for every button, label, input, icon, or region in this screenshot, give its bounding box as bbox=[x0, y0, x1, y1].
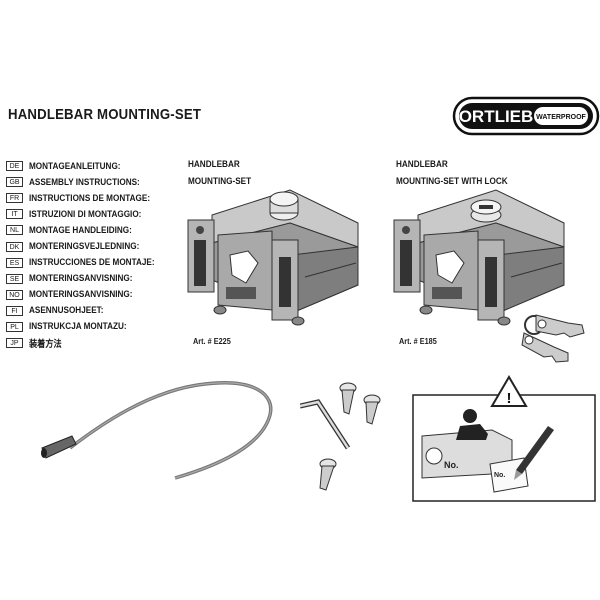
language-row-nl: NL MONTAGE HANDLEIDING: bbox=[6, 222, 175, 238]
language-code: NO bbox=[6, 289, 23, 300]
product-line2: MOUNTING-SET WITH LOCK bbox=[396, 176, 508, 187]
pen-icon bbox=[514, 426, 554, 480]
product-line2: MOUNTING-SET bbox=[188, 176, 252, 187]
language-row-pl: PL INSTRUKCJA MONTAZU: bbox=[6, 319, 175, 335]
handlebar-mount-with-lock-illustration bbox=[393, 189, 585, 363]
key-card-icon: No. bbox=[421, 429, 513, 479]
logo-brand: ORTLIEB bbox=[459, 107, 534, 126]
key-card-label: No. bbox=[444, 460, 459, 470]
language-row-de: DE MONTAGEANLEITUNG: bbox=[6, 158, 175, 174]
language-row-fi: FI ASENNUSOHJEET: bbox=[6, 303, 175, 319]
warning-triangle-icon bbox=[490, 375, 528, 407]
language-row-jp: JP 装着方法 bbox=[6, 335, 175, 351]
ortlieb-logo: ORTLIEB WATERPROOF bbox=[452, 96, 600, 136]
language-row-gb: GB ASSEMBLY INSTRUCTIONS: bbox=[6, 174, 175, 190]
language-code: SE bbox=[6, 273, 23, 284]
language-code: JP bbox=[6, 338, 23, 349]
language-row-no: NO MONTERINGSANVISNING: bbox=[6, 287, 175, 303]
screw-3-icon bbox=[319, 458, 337, 491]
language-label: MONTERINGSANVISNING: bbox=[29, 289, 133, 301]
language-label: MONTAGE HANDLEIDING: bbox=[29, 224, 132, 236]
warning-key-number-panel: ! No. No. bbox=[412, 375, 596, 502]
logo-tag: WATERPROOF bbox=[536, 114, 586, 121]
language-code: PL bbox=[6, 321, 23, 332]
language-code: DK bbox=[6, 241, 23, 252]
language-label: INSTRUKCJA MONTAZU: bbox=[29, 321, 127, 333]
language-code: NL bbox=[6, 225, 23, 236]
language-row-fr: FR INSTRUCTIONS DE MONTAGE: bbox=[6, 190, 175, 206]
language-code: IT bbox=[6, 209, 23, 220]
article-number-e225: Art. # E225 bbox=[193, 336, 231, 346]
language-label: ASENNUSOHJEET: bbox=[29, 305, 104, 317]
language-label: MONTERINGSVEJLEDNING: bbox=[29, 241, 140, 253]
note-card-label: No. bbox=[494, 472, 505, 479]
language-list: DE MONTAGEANLEITUNG: GB ASSEMBLY INSTRUCTI… bbox=[6, 158, 175, 351]
product-heading-e225: HANDLEBAR MOUNTING-SET bbox=[188, 156, 261, 190]
person-icon bbox=[456, 409, 488, 440]
product-line1: HANDLEBAR bbox=[396, 159, 448, 170]
language-label: ASSEMBLY INSTRUCTIONS: bbox=[29, 176, 140, 188]
language-row-se: SE MONTERINGSANVISNING: bbox=[6, 271, 175, 287]
screw-1-icon bbox=[339, 382, 357, 415]
language-label: ISTRUZIONI DI MONTAGGIO: bbox=[29, 208, 142, 220]
language-row-dk: DK MONTERINGSVEJLEDNING: bbox=[6, 238, 175, 254]
language-label: MONTERINGSANVISNING: bbox=[29, 273, 133, 285]
language-code: FR bbox=[6, 193, 23, 204]
language-row-es: ES INSTRUCCIONES DE MONTAJE: bbox=[6, 255, 175, 271]
language-code: FI bbox=[6, 305, 23, 316]
screw-2-icon bbox=[363, 394, 381, 425]
note-card-icon: No. bbox=[489, 457, 529, 493]
language-row-it: IT ISTRUZIONI DI MONTAGGIO: bbox=[6, 206, 175, 222]
mounting-screws-illustration bbox=[300, 382, 381, 491]
hex-key-icon bbox=[300, 399, 351, 450]
handlebar-mount-illustration bbox=[187, 189, 359, 326]
language-label: INSTRUCTIONS DE MONTAGE: bbox=[29, 192, 151, 204]
security-cable-illustration bbox=[41, 381, 273, 480]
language-label: 装着方法 bbox=[29, 339, 62, 351]
language-label: MONTAGEANLEITUNG: bbox=[29, 160, 121, 172]
language-code: ES bbox=[6, 257, 23, 268]
product-line1: HANDLEBAR bbox=[188, 159, 240, 170]
page-title: HANDLEBAR MOUNTING-SET bbox=[8, 106, 202, 123]
article-number-e185: Art. # E185 bbox=[399, 336, 437, 346]
language-label: INSTRUCCIONES DE MONTAJE: bbox=[29, 257, 155, 269]
keys-icon bbox=[521, 314, 585, 363]
product-heading-e185: HANDLEBAR MOUNTING-SET WITH LOCK bbox=[396, 156, 526, 190]
language-code: DE bbox=[6, 161, 23, 172]
language-code: GB bbox=[6, 177, 23, 188]
warning-symbol: ! bbox=[507, 390, 512, 407]
